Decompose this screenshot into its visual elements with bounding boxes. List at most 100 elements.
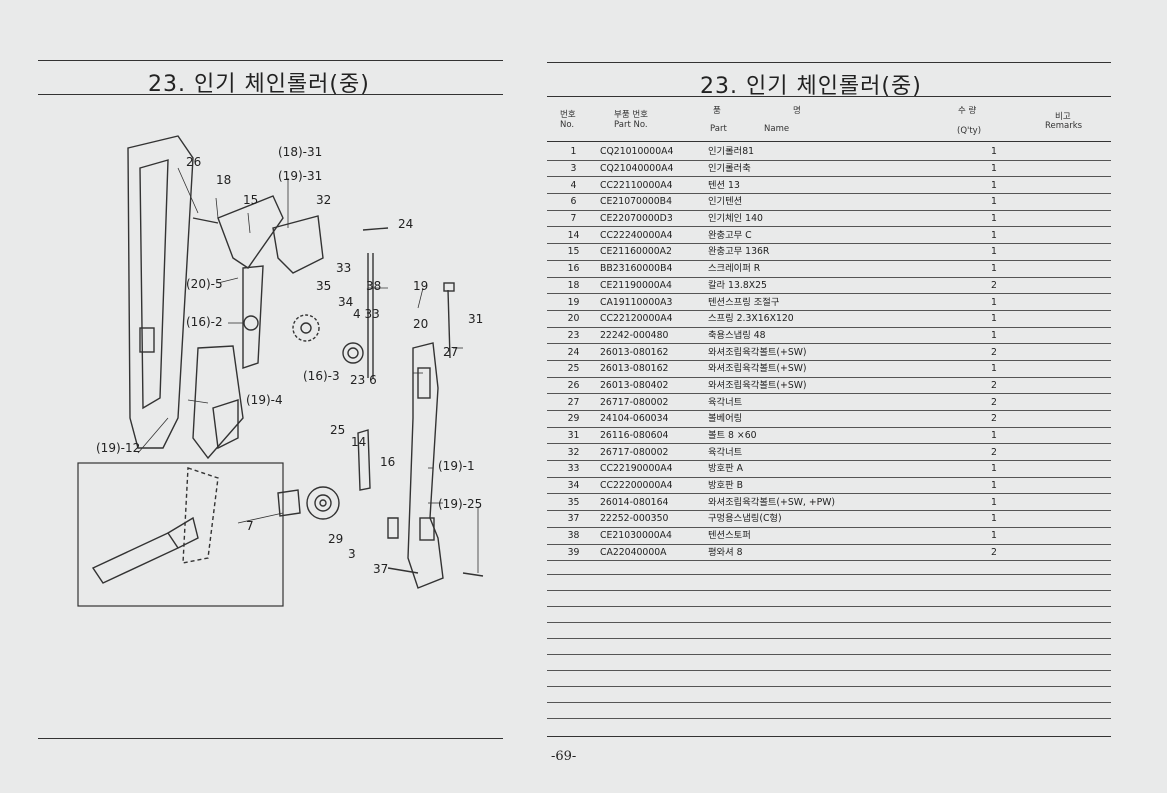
cell-qty: 1 xyxy=(958,193,1030,211)
cell-part: 26013-080402 xyxy=(600,377,708,395)
cell-name: 와셔조립육각볼트(+SW) xyxy=(708,377,958,395)
cell-no: 14 xyxy=(547,226,600,245)
right-page: 23. 인기 체인롤러(중) 번호 No. 부품 번호 Part No. 품 명… xyxy=(540,0,1167,793)
cell-name: 평와셔 8 xyxy=(708,544,958,562)
callout-16-3: (16)-3 xyxy=(303,369,340,383)
blank-row-line xyxy=(547,638,1111,639)
cell-qty: 1 xyxy=(958,510,1030,528)
cell-part: CC22200000A4 xyxy=(600,477,708,495)
cell-no: 26 xyxy=(547,377,600,395)
right-title-rule-top xyxy=(547,62,1111,63)
blank-row-line xyxy=(547,654,1111,655)
callout-33: 33 xyxy=(336,261,351,275)
cell-name: 인기롤러축 xyxy=(708,160,958,178)
cell-no: 34 xyxy=(547,477,600,495)
left-page-bottom-rule xyxy=(38,738,503,739)
callout-35: 35 xyxy=(316,279,331,293)
callout-16-2: (16)-2 xyxy=(186,315,223,329)
blank-row-line xyxy=(547,606,1111,607)
callout-3: 3 xyxy=(348,547,356,561)
cell-no: 20 xyxy=(547,310,600,328)
cell-remarks xyxy=(1030,293,1111,311)
cell-part: CA22040000A xyxy=(600,544,708,562)
cell-remarks xyxy=(1030,277,1111,295)
cell-part: CC22120000A4 xyxy=(600,310,708,328)
cell-part: CC22190000A4 xyxy=(600,460,708,478)
cell-no: 4 xyxy=(547,176,600,195)
cell-name: 스크레이퍼 R xyxy=(708,260,958,278)
cell-name: 인기텐션 xyxy=(708,193,958,211)
cell-qty: 2 xyxy=(958,343,1030,361)
callout-19-25: (19)-25 xyxy=(438,497,482,511)
callout-32: 32 xyxy=(316,193,331,207)
callout-18: 18 xyxy=(216,173,231,187)
callout-26: 26 xyxy=(186,155,201,169)
cell-name: 방호판 B xyxy=(708,477,958,495)
cell-name: 육각너트 xyxy=(708,393,958,411)
cell-part: 26717-080002 xyxy=(600,393,708,411)
callout-19: 19 xyxy=(413,279,428,293)
cell-no: 1 xyxy=(547,144,600,161)
cell-qty: 1 xyxy=(958,260,1030,278)
left-page-title: 23. 인기 체인롤러(중) xyxy=(148,72,370,97)
cell-name: 인기롤러81 xyxy=(708,144,958,161)
callout-34: 34 xyxy=(338,295,353,309)
callout-29: 29 xyxy=(328,532,343,546)
callout-16: 16 xyxy=(380,455,395,469)
cell-remarks xyxy=(1030,460,1111,478)
cell-remarks xyxy=(1030,210,1111,228)
cell-qty: 1 xyxy=(958,327,1030,345)
cell-no: 18 xyxy=(547,277,600,295)
cell-no: 25 xyxy=(547,360,600,378)
cell-part: 26116-080604 xyxy=(600,427,708,445)
cell-name: 인기체인 140 xyxy=(708,210,958,228)
cell-qty: 1 xyxy=(958,310,1030,328)
cell-no: 6 xyxy=(547,193,600,211)
callout-7: 7 xyxy=(246,519,254,533)
cell-name: 볼트 8 ×60 xyxy=(708,427,958,445)
cell-qty: 1 xyxy=(958,293,1030,311)
cell-qty: 1 xyxy=(958,527,1030,545)
blank-row-line xyxy=(547,622,1111,623)
callout-4-33: 4 33 xyxy=(353,307,380,321)
cell-remarks xyxy=(1030,193,1111,211)
header-remarks-en: Remarks xyxy=(1045,121,1083,131)
cell-name: 텐션 13 xyxy=(708,176,958,195)
cell-no: 33 xyxy=(547,460,600,478)
callout-38: 38 xyxy=(366,279,381,293)
right-page-title: 23. 인기 체인롤러(중) xyxy=(700,74,922,99)
cell-part: CA19110000A3 xyxy=(600,293,708,311)
cell-part: CC22240000A4 xyxy=(600,226,708,245)
cell-part: 24104-060034 xyxy=(600,410,708,428)
cell-remarks xyxy=(1030,443,1111,462)
callout-18-31: (18)-31 xyxy=(278,145,322,159)
cell-remarks xyxy=(1030,493,1111,512)
header-rule xyxy=(547,141,1111,142)
callout-14: 14 xyxy=(351,435,366,449)
cell-remarks xyxy=(1030,377,1111,395)
cell-part: BB23160000B4 xyxy=(600,260,708,278)
cell-part: 26717-080002 xyxy=(600,443,708,462)
cell-part: CE21160000A2 xyxy=(600,243,708,261)
cover-plate xyxy=(127,135,194,449)
blank-row-line xyxy=(547,670,1111,671)
cell-part: CQ21010000A4 xyxy=(600,144,708,161)
cell-name: 육각너트 xyxy=(708,443,958,462)
callout-27: 27 xyxy=(443,345,458,359)
cell-no: 24 xyxy=(547,343,600,361)
cell-qty: 2 xyxy=(958,443,1030,462)
cell-qty: 2 xyxy=(958,377,1030,395)
cell-name: 구멍용스냅링(C형) xyxy=(708,510,958,528)
cell-part: 26013-080162 xyxy=(600,343,708,361)
cell-name: 볼베어링 xyxy=(708,410,958,428)
